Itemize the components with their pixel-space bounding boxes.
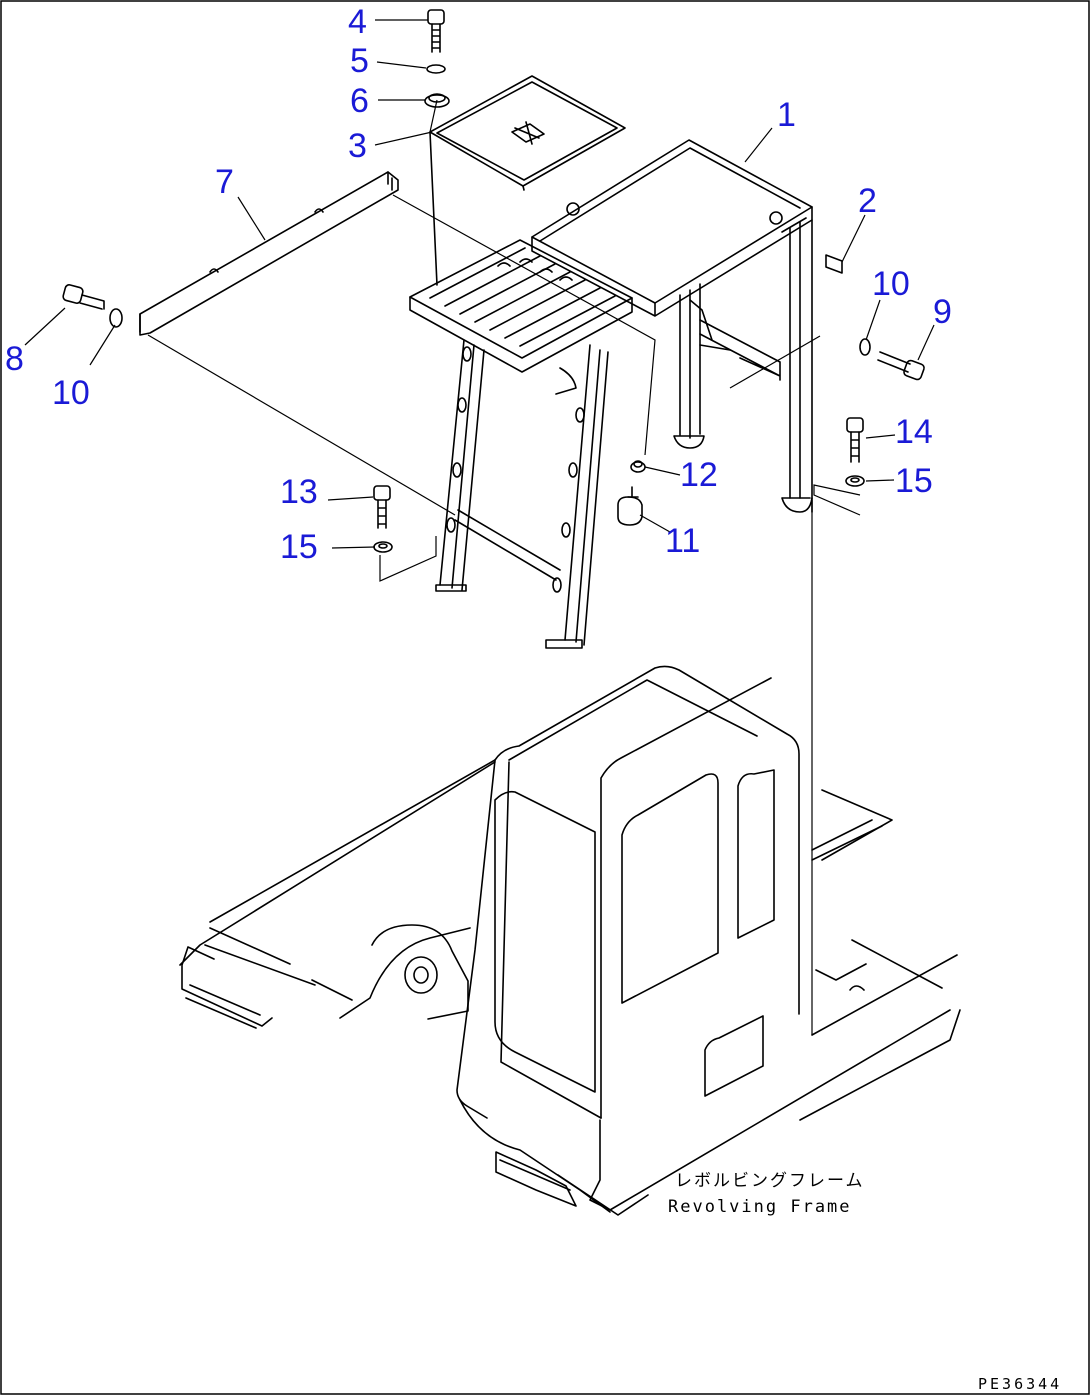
callout-6: 6: [350, 82, 369, 120]
part-bolt-left: [62, 284, 123, 328]
drawing-number: PE36344: [978, 1375, 1062, 1393]
callout-5: 5: [350, 42, 369, 80]
assembly-guide-lines: [147, 99, 861, 1035]
revolving-frame-label-jp: レボルビングフレーム: [675, 1171, 865, 1191]
callout-4: 4: [348, 3, 367, 41]
part-main-frame: [531, 139, 813, 513]
callout-11: 11: [665, 522, 700, 560]
callout-9: 9: [933, 293, 952, 331]
cab-and-revolving-frame: [179, 665, 961, 1216]
part-cover-plate: [429, 75, 626, 286]
callout-labels: 4 5 6 3 1 2 7 8 10 10 9 12 11 13 15 14 1…: [5, 3, 952, 566]
part-bolt-washers-top: [424, 9, 450, 108]
callout-7: 7: [215, 163, 234, 201]
callout-15-left: 15: [280, 528, 318, 566]
callout-10-left: 10: [52, 374, 90, 412]
callout-14: 14: [895, 413, 933, 451]
part-rubber-mount: [617, 460, 646, 526]
part-bolt-right: [825, 254, 925, 381]
callout-15-right: 15: [895, 462, 933, 500]
revolving-frame-label-en: Revolving Frame: [668, 1197, 852, 1217]
callout-13: 13: [280, 473, 318, 511]
part-bolts-lower: [373, 417, 865, 553]
callout-2: 2: [858, 182, 877, 220]
callout-leaders: [24, 19, 935, 549]
callout-8: 8: [5, 340, 24, 378]
callout-10-right: 10: [872, 265, 910, 303]
callout-12: 12: [680, 456, 718, 494]
callout-1: 1: [777, 96, 796, 134]
part-ladder-legs: [435, 339, 609, 649]
part-grating-platform: [409, 239, 633, 373]
part-side-rail: [139, 171, 399, 336]
callout-3: 3: [348, 127, 367, 165]
